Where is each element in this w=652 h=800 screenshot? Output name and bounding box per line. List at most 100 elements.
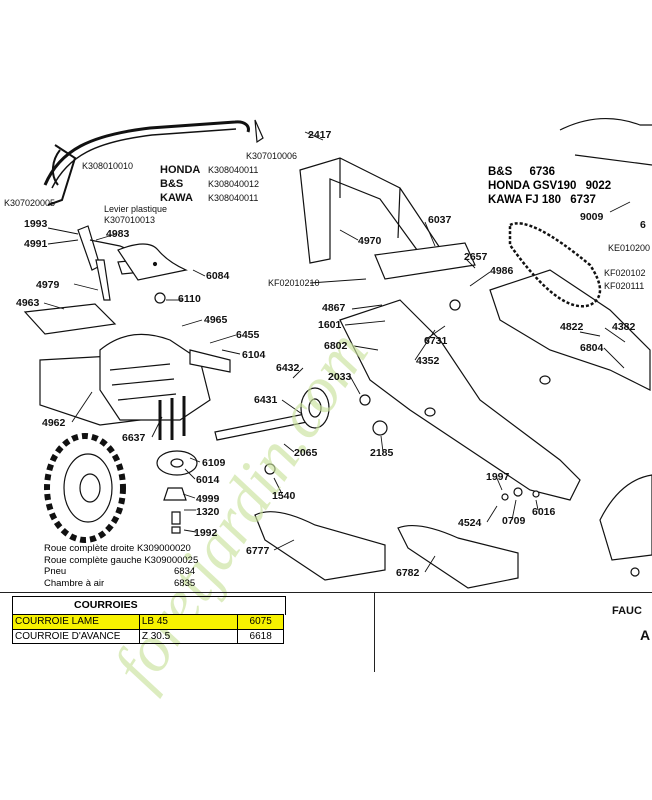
label-a: A — [640, 627, 651, 643]
label-6455: 6455 — [236, 329, 260, 341]
label-k308040012: K308040012 — [208, 179, 260, 189]
label-0709: 0709 — [502, 515, 526, 527]
engine-ref: 6736 — [529, 166, 556, 178]
label-k307010006: K307010006 — [246, 151, 298, 161]
label-k308040011-kawa: K308040011 — [208, 193, 259, 203]
label-1540: 1540 — [272, 490, 296, 502]
shaft-drawing — [214, 387, 330, 441]
label-k308040011-honda: K308040011 — [208, 165, 259, 175]
plate-4963-drawing — [23, 303, 117, 335]
table-row: COURROIE D'AVANCE Z 30.5 6618 — [12, 628, 284, 644]
wheel-legend: Roue complète droite K309000020 Roue com… — [44, 543, 198, 589]
label-4999: 4999 — [196, 493, 220, 505]
label-k308010010: K308010010 — [82, 161, 134, 171]
label-6731: 6731 — [424, 335, 448, 347]
label-6777: 6777 — [246, 545, 270, 557]
handlebar-drawing — [43, 119, 264, 206]
label-ke010200: KE010200 — [608, 243, 651, 253]
label-kf020102: KF020102 — [604, 268, 646, 278]
belt-ref: 6618 — [237, 628, 284, 644]
gearbox-drawing — [39, 333, 231, 440]
engine-row: KAWA FJ 180 6737 — [488, 193, 611, 207]
label-4963: 4963 — [16, 297, 40, 309]
column-divider — [374, 592, 375, 672]
label-6782: 6782 — [396, 567, 420, 579]
label-6104: 6104 — [242, 349, 266, 361]
label-kf020111: KF020111 — [604, 281, 645, 291]
label-1997: 1997 — [486, 471, 510, 483]
engine-outline-drawing — [559, 118, 652, 166]
plate-6037-drawing — [374, 242, 476, 280]
table-title: COURROIES — [74, 599, 138, 611]
label-6-right: 6 — [640, 219, 646, 231]
leader-lines — [43, 131, 631, 573]
section-divider — [0, 592, 652, 593]
label-6109: 6109 — [202, 457, 226, 469]
label-2065: 2065 — [294, 447, 318, 459]
label-6637: 6637 — [122, 432, 146, 444]
label-kawa: KAWA — [160, 192, 193, 204]
label-2417: 2417 — [308, 129, 332, 141]
label-6432: 6432 — [276, 362, 300, 374]
label-4382: 4382 — [612, 321, 636, 333]
label-fauc: FAUC — [612, 605, 642, 617]
engine-row: HONDA GSV190 9022 — [488, 179, 611, 193]
pneu-label: Pneu — [44, 566, 67, 577]
engine-brand: B&S — [488, 166, 513, 178]
control-lever-drawing — [77, 225, 188, 301]
label-4962: 4962 — [42, 417, 66, 429]
chambre-ref: 6835 — [174, 577, 196, 589]
belts-table: COURROIE LAME LB 45 6075 COURROIE D'AVAN… — [12, 614, 284, 644]
label-6016: 6016 — [532, 506, 556, 518]
label-kf02010210: KF02010210 — [268, 278, 320, 288]
guard-6777-drawing — [254, 511, 386, 581]
engine-brand: KAWA FJ 180 — [488, 194, 562, 206]
label-4970: 4970 — [358, 235, 382, 247]
chambre-row: Chambre à air 6835 — [44, 578, 198, 590]
pulley-6109-drawing — [156, 450, 198, 476]
label-4965: 4965 — [204, 314, 228, 326]
label-6084: 6084 — [206, 270, 230, 282]
engine-list: B&S 6736 HONDA GSV190 9022 KAWA FJ 180 6… — [488, 165, 611, 207]
wheel-drawing — [44, 433, 126, 543]
label-1601: 1601 — [318, 319, 342, 331]
label-6037: 6037 — [428, 214, 452, 226]
label-9009: 9009 — [580, 211, 604, 223]
label-1320: 1320 — [196, 506, 220, 518]
table-row: COURROIE LAME LB 45 6075 — [12, 614, 284, 630]
label-6802: 6802 — [324, 340, 348, 352]
label-4867: 4867 — [322, 302, 346, 314]
chambre-label: Chambre à air — [44, 577, 105, 589]
label-levier-plastique: Levier plastique — [104, 204, 168, 214]
belt-ref: 6075 — [237, 614, 284, 630]
belt-drawing — [508, 222, 602, 308]
engine-ref: 6737 — [570, 194, 596, 206]
label-4986: 4986 — [490, 265, 514, 277]
label-1993: 1993 — [24, 218, 48, 230]
engine-row: B&S 6736 — [488, 165, 611, 179]
table-frame — [12, 596, 286, 615]
label-4352: 4352 — [416, 355, 440, 367]
engine-brand: HONDA GSV190 — [488, 180, 577, 192]
label-k307020005: K307020005 — [4, 198, 56, 208]
belt-type: LB 45 — [138, 614, 239, 630]
label-honda: HONDA — [160, 164, 201, 176]
label-2033: 2033 — [328, 371, 352, 383]
label-6110: 6110 — [178, 293, 201, 305]
roue-droite: Roue complète droite K309000020 — [44, 543, 191, 554]
guard-6782-drawing — [397, 525, 519, 589]
belt-name: COURROIE LAME — [12, 614, 140, 630]
label-4524: 4524 — [458, 517, 482, 529]
roue-gauche: Roue complète gauche K309000025 — [44, 554, 199, 566]
label-4822: 4822 — [560, 321, 584, 333]
label-1992: 1992 — [194, 527, 218, 539]
label-6431: 6431 — [254, 394, 278, 406]
label-4983: 4983 — [106, 228, 130, 240]
label-2657: 2657 — [464, 251, 488, 263]
label-6804: 6804 — [580, 342, 604, 354]
label-2185: 2185 — [370, 447, 394, 459]
belt-name: COURROIE D'AVANCE — [12, 628, 140, 644]
label-k307010013: K307010013 — [104, 215, 156, 225]
